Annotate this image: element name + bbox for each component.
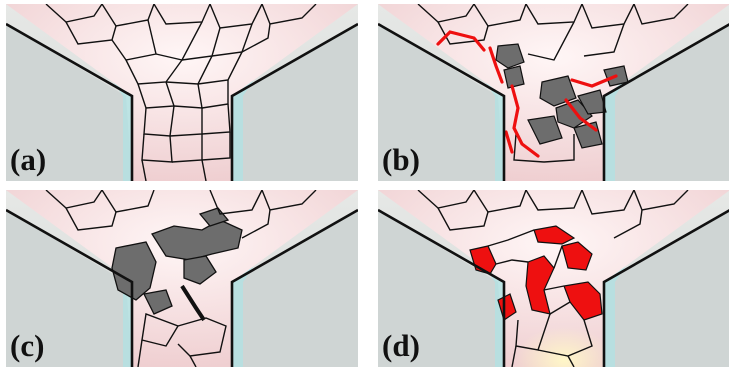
panel-label-b: (b): [382, 142, 420, 177]
panel-c-illustration: [6, 190, 358, 367]
panel-b: (b): [378, 4, 729, 181]
panel-a-illustration: [6, 4, 358, 181]
panel-d: (d): [378, 190, 729, 367]
panel-b-illustration: [378, 4, 729, 181]
panel-label-c: (c): [10, 328, 45, 363]
panel-a: (a): [6, 4, 358, 181]
panel-d-illustration: [378, 190, 729, 367]
panel-label-d: (d): [382, 328, 420, 363]
panel-label-a: (a): [10, 142, 47, 177]
panel-c: (c): [6, 190, 358, 367]
